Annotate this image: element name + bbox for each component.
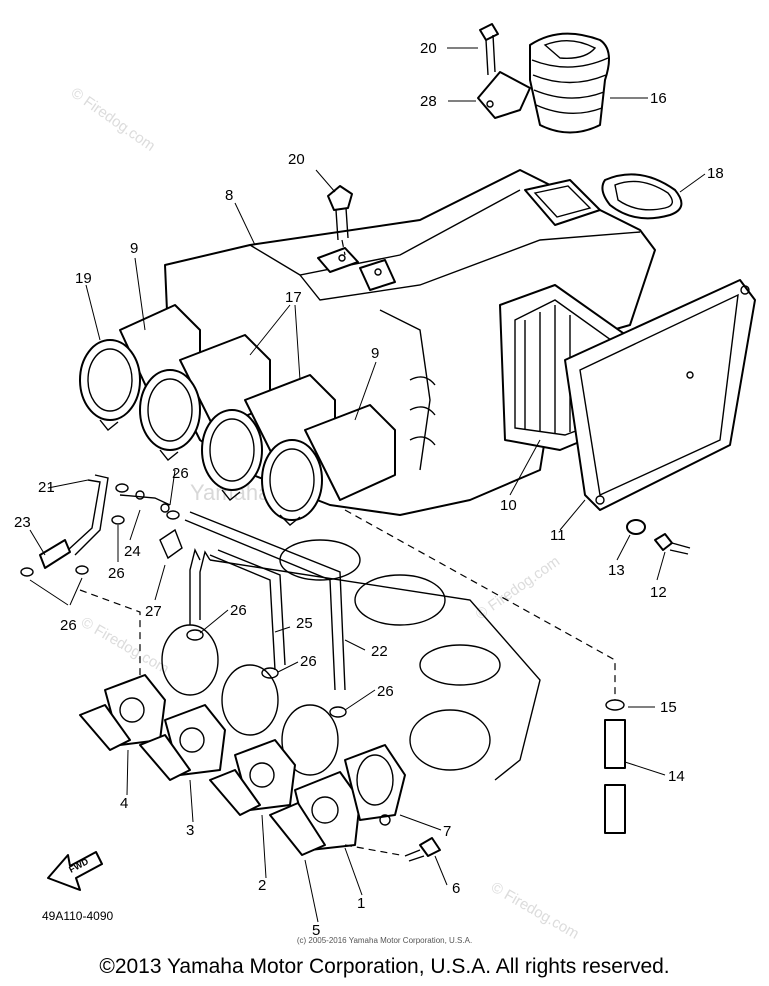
- small-copyright-notice: (c) 2005-2016 Yamaha Motor Corporation, …: [296, 936, 473, 945]
- callout-5: 5: [312, 922, 320, 939]
- watermark-firedog: © Firedog.com: [78, 614, 172, 678]
- carb-joint-1: [269, 771, 361, 856]
- carburetor-joints: [79, 674, 406, 856]
- forward-arrow-icon: FWD: [47, 851, 103, 891]
- callout-10: 10: [500, 497, 517, 514]
- callout-14: 14: [668, 768, 685, 785]
- drain-hose-assembly: [344, 509, 626, 834]
- callout-16: 16: [650, 90, 667, 107]
- callout-2: 2: [258, 877, 266, 894]
- watermark-firedog: © Firedog.com: [488, 879, 582, 943]
- callout-7: 7: [443, 823, 451, 840]
- callout-12: 12: [650, 584, 667, 601]
- callout-1: 1: [357, 895, 365, 912]
- bolt-guide: [344, 844, 401, 856]
- callout-26-lower-left: 26: [60, 617, 77, 634]
- carb-bolt: [404, 837, 441, 862]
- callout-20-middle: 20: [288, 151, 305, 168]
- callout-26-left: 26: [108, 565, 125, 582]
- intake-joints: [79, 304, 396, 526]
- callout-26-upper: 26: [172, 465, 189, 482]
- duct-bracket: [477, 23, 531, 119]
- callout-11: 11: [550, 527, 566, 544]
- callout-28: 28: [420, 93, 437, 110]
- callout-4: 4: [120, 795, 128, 812]
- callout-numbers: 20 28 16 18 20 8 9 19 17 9 10 11 13 12 1…: [14, 40, 724, 939]
- callout-17: 17: [285, 289, 302, 306]
- callout-6: 6: [452, 880, 460, 897]
- duct-gasket: [601, 173, 683, 220]
- mounting-bolt: [327, 185, 353, 256]
- callout-22: 22: [371, 643, 388, 660]
- callout-26-mid: 26: [230, 602, 247, 619]
- callout-26-center: 26: [300, 653, 317, 670]
- callout-8: 8: [225, 187, 233, 204]
- washer-and-screw: [626, 519, 691, 555]
- callout-24: 24: [124, 543, 141, 560]
- watermark-firedog: © Firedog.com: [68, 84, 159, 154]
- callout-26-right: 26: [377, 683, 394, 700]
- callout-18: 18: [707, 165, 724, 182]
- carb-joint-3: [139, 704, 226, 781]
- callout-21: 21: [38, 479, 55, 496]
- callout-15: 15: [660, 699, 677, 716]
- callout-19: 19: [75, 270, 92, 287]
- callout-20-top: 20: [420, 40, 437, 57]
- intake-duct: [529, 32, 610, 134]
- callout-27: 27: [145, 603, 162, 620]
- hose-route-guide: [79, 589, 141, 680]
- joint-4: [261, 404, 396, 526]
- callout-9-right: 9: [371, 345, 379, 362]
- callout-13: 13: [608, 562, 625, 579]
- joint-1: [79, 304, 201, 431]
- part-reference-code: 49A110-4090: [42, 909, 114, 923]
- copyright-notice: ©2013 Yamaha Motor Corporation, U.S.A. A…: [99, 955, 670, 978]
- carburetor-outline: [161, 539, 541, 781]
- air-box-cover: [564, 279, 756, 511]
- carb-joint-2: [209, 739, 296, 816]
- callout-9-left: 9: [130, 240, 138, 257]
- callout-23: 23: [14, 514, 31, 531]
- callout-25: 25: [296, 615, 313, 632]
- carb-joint-4: [79, 674, 166, 751]
- hose-clips: [20, 483, 347, 718]
- callout-3: 3: [186, 822, 194, 839]
- leader-lines: [29, 47, 706, 923]
